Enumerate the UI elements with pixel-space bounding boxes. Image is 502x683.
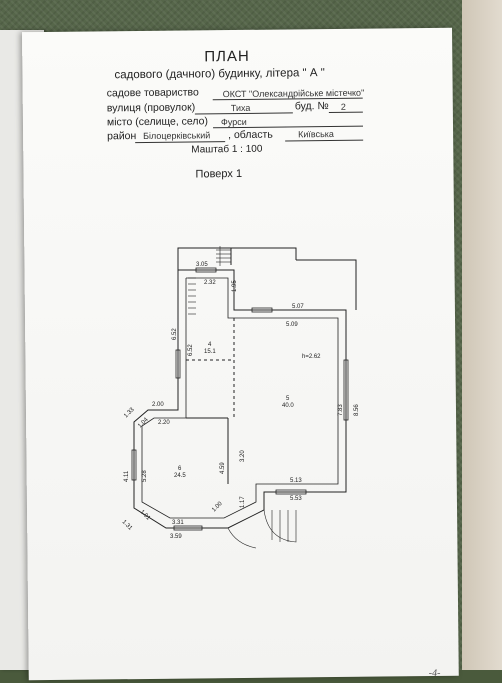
oblast-label: , область xyxy=(228,128,273,142)
scale-label: Маштаб 1 : 100 xyxy=(191,143,263,156)
district-underline xyxy=(135,141,226,144)
dim-1.01: 1.01 xyxy=(139,509,152,522)
dim-3.31: 3.31 xyxy=(172,520,184,526)
porch-steps xyxy=(227,509,297,549)
dim-1.31: 1.31 xyxy=(121,519,134,532)
dim-5.09: 5.09 xyxy=(286,322,298,328)
society-label: садове товариство xyxy=(106,86,199,100)
floor-label: Поверх 1 xyxy=(195,167,243,181)
district-label: район xyxy=(107,130,137,143)
room-6-number: 6 xyxy=(178,466,182,472)
society-value: ОКСТ "Олександрійське містечко" xyxy=(222,87,365,100)
room-6-area: 24.5 xyxy=(174,473,186,479)
floor-plan: 3.05 2.32 1.95 5.07 5.09 6.52 6.52 h=2.6… xyxy=(121,246,360,549)
district-value: Білоцерківський xyxy=(143,130,211,141)
city-value: Фурси xyxy=(220,116,247,128)
oblast-value: Київська xyxy=(298,128,334,140)
table-edge xyxy=(462,0,502,670)
room-5-number: 5 xyxy=(286,396,290,402)
document-title: ПЛАН xyxy=(204,47,250,66)
dim-1.17: 1.17 xyxy=(240,496,246,508)
outer-wall xyxy=(133,269,347,529)
dim-4.11: 4.11 xyxy=(124,470,130,482)
dim-6.52-inner: 6.52 xyxy=(188,344,194,356)
dim-4.59: 4.59 xyxy=(220,462,226,474)
dim-7.83: 7.83 xyxy=(338,404,344,416)
dim-2.32: 2.32 xyxy=(204,280,216,286)
inner-wall xyxy=(141,277,339,519)
city-label: місто (селище, село) xyxy=(106,115,209,129)
annex-outline xyxy=(296,259,357,310)
house-label: буд. № xyxy=(294,100,329,113)
dim-1.00: 1.00 xyxy=(211,500,224,513)
dim-5.07: 5.07 xyxy=(292,304,304,310)
dim-2.20: 2.20 xyxy=(158,420,170,426)
house-value: 2 xyxy=(340,101,346,112)
dim-5.13: 5.13 xyxy=(290,478,302,484)
dim-3.59: 3.59 xyxy=(170,534,182,540)
ceiling-height: h=2.62 xyxy=(302,354,321,360)
oblast-underline xyxy=(285,139,364,142)
room-4-area: 15.1 xyxy=(204,349,216,355)
stair-outline xyxy=(177,247,297,270)
room-5-area: 40.0 xyxy=(282,403,294,409)
dim-3.20: 3.20 xyxy=(240,450,246,462)
room-4-number: 4 xyxy=(208,342,212,348)
dim-1.04: 1.04 xyxy=(137,416,150,429)
dim-5.53: 5.53 xyxy=(290,496,302,502)
dim-3.05: 3.05 xyxy=(196,262,208,268)
street-value: Тиха xyxy=(230,102,251,114)
dim-8.56: 8.56 xyxy=(354,404,360,416)
dim-2.00: 2.00 xyxy=(152,402,164,408)
dim-1.33: 1.33 xyxy=(123,406,136,419)
house-underline xyxy=(328,111,363,114)
document-subtitle: садового (дачного) будинку, літера " А " xyxy=(114,67,325,82)
street-label: вулиця (провулок) xyxy=(106,101,196,115)
dim-6.52-outer: 6.52 xyxy=(172,328,178,340)
windows xyxy=(131,267,349,531)
dim-5.28: 5.28 xyxy=(142,470,148,482)
dim-1.95: 1.95 xyxy=(232,280,238,292)
